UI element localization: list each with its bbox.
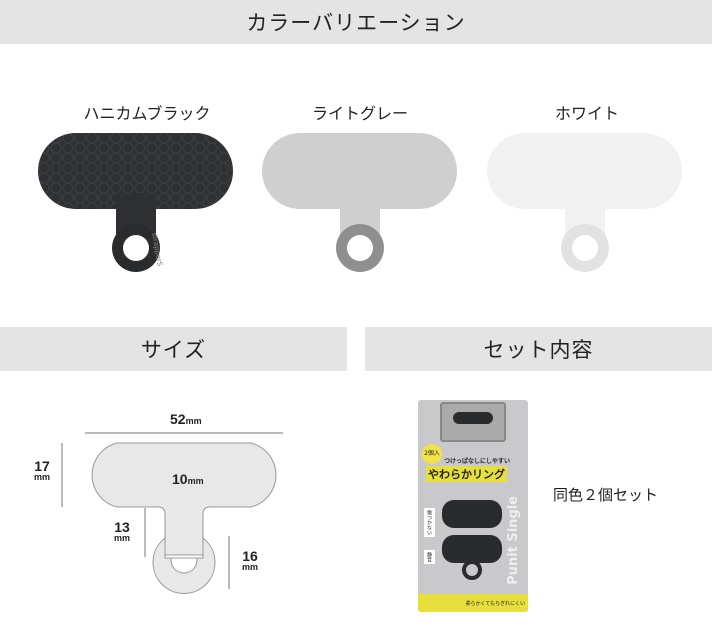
package-footer: 柔らかくてもちぎれにくい: [418, 594, 528, 612]
header-title: カラーバリエーション: [246, 11, 466, 35]
color-label-gray: ライトグレー: [311, 104, 408, 123]
dim-neck-width: 10mm: [172, 471, 204, 487]
product-gray: [262, 133, 457, 272]
size-title: サイズ: [140, 338, 207, 362]
color-label-black: ハニカムブラック: [83, 104, 211, 123]
set-title: セット内容: [483, 338, 594, 362]
color-label-white: ホワイト: [554, 104, 619, 123]
set-description: 同色２個セット: [553, 486, 659, 504]
product-black: strapperS: [38, 133, 233, 272]
color-variation-header: カラーバリエーション: [0, 0, 712, 44]
package-headline: やわらかリング: [426, 466, 507, 482]
package-brand: Punit Single: [506, 496, 521, 585]
dim-width: 52mm: [170, 411, 202, 427]
package-count: 2個入: [422, 444, 442, 464]
product-white: [487, 133, 682, 272]
package-tagline: つけっぱなしにしやすい: [444, 458, 510, 465]
package-image: 2個入 つけっぱなしにしやすい やわらかリング 傷つかない 静音 Punit S…: [418, 400, 528, 612]
size-diagram: [61, 432, 283, 594]
package-side2: 静音: [424, 550, 435, 564]
package-side1: 傷つかない: [424, 508, 435, 537]
size-header: サイズ: [0, 327, 347, 371]
set-contents-header: セット内容: [365, 327, 712, 371]
